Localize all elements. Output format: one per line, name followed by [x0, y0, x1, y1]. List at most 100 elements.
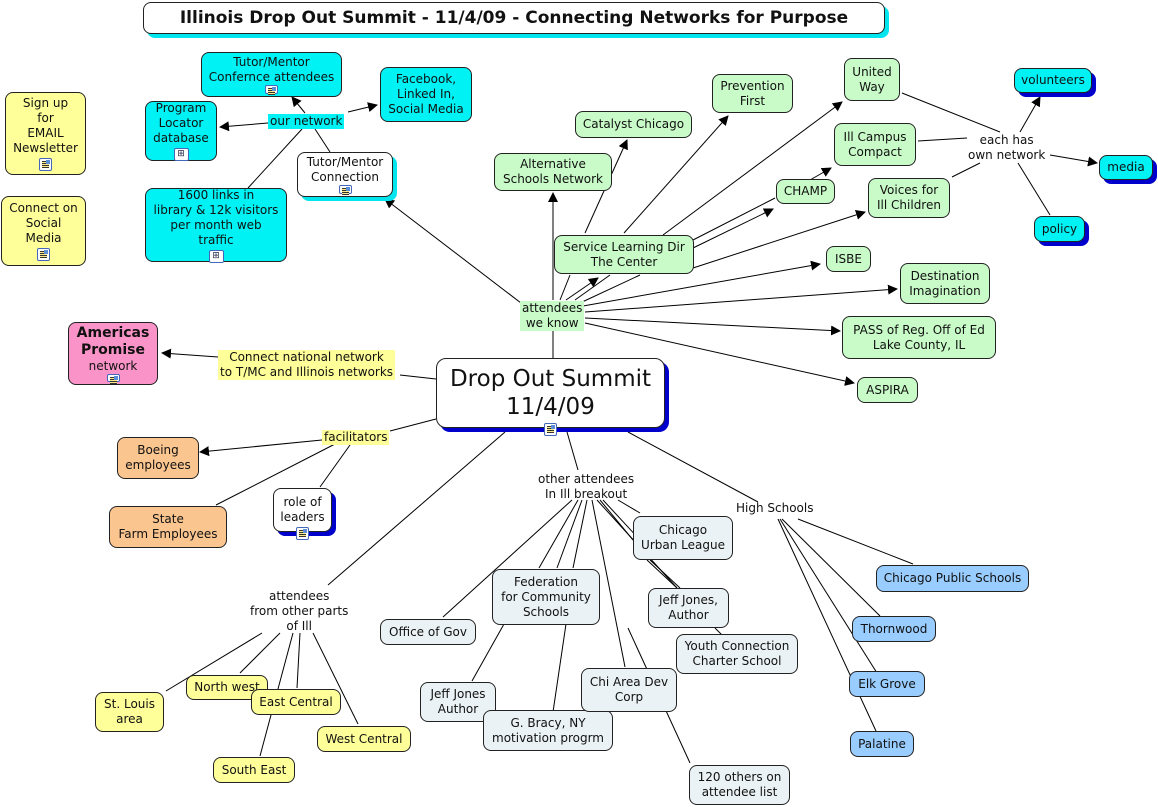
program-locator-node[interactable]: Program Locator database ⊞	[145, 101, 217, 161]
palatine-node[interactable]: Palatine	[850, 731, 914, 757]
link	[781, 518, 881, 617]
link	[797, 518, 914, 565]
prevention-first-node[interactable]: Prevention First	[712, 74, 793, 113]
node-label: Chicago Urban League	[641, 523, 725, 552]
node-label: Destination Imagination	[909, 268, 981, 298]
resource-icon[interactable]	[265, 85, 278, 95]
policy-node[interactable]: policy	[1034, 216, 1085, 242]
each-has-own-network-label: each has own network	[968, 133, 1046, 162]
resource-icon[interactable]	[106, 374, 120, 384]
link	[327, 431, 506, 586]
west-central-node[interactable]: West Central	[317, 726, 411, 752]
node-label: PASS of Reg. Off of Ed Lake County, IL	[853, 322, 985, 352]
chicago-urban-league-node[interactable]: Chicago Urban League	[633, 516, 733, 560]
node-label: Ill Campus Compact	[843, 129, 907, 159]
thornwood-node[interactable]: Thornwood	[852, 616, 936, 642]
link	[319, 444, 351, 488]
resource-icon[interactable]	[338, 185, 352, 195]
link	[389, 418, 437, 432]
east-central-node[interactable]: East Central	[251, 689, 341, 715]
resource-icon[interactable]	[296, 527, 309, 540]
link	[565, 277, 599, 301]
link	[1019, 96, 1041, 133]
other-attendees-breakout-label: other attendees In Ill breakout	[538, 472, 635, 501]
link	[247, 128, 303, 189]
node-label: Connect on Social Media	[9, 201, 78, 245]
south-east-node[interactable]: South East	[213, 757, 295, 783]
link	[291, 96, 306, 114]
signup-newsletter-node[interactable]: Sign up for EMAIL Newsletter	[5, 92, 86, 175]
catalyst-chicago-node[interactable]: Catalyst Chicago	[575, 111, 692, 138]
americas-promise-node[interactable]: Americas Promise network	[68, 322, 158, 385]
united-way-node[interactable]: United Way	[844, 58, 900, 101]
center-title: Drop Out Summit	[449, 366, 652, 392]
node-label: Youth Connection Charter School	[684, 639, 790, 668]
elk-grove-node[interactable]: Elk Grove	[849, 671, 925, 697]
tutor-mentor-connection-node[interactable]: Tutor/Mentor Connection	[297, 152, 393, 197]
youth-connection-node[interactable]: Youth Connection Charter School	[676, 634, 798, 674]
jeff-jones-author-node-1[interactable]: Jeff Jones, Author	[648, 588, 729, 628]
ill-campus-compact-node[interactable]: Ill Campus Compact	[834, 123, 916, 166]
link	[692, 208, 774, 249]
boeing-node[interactable]: Boeing employees	[117, 437, 199, 479]
node-label: 120 others on attendee list	[697, 770, 782, 799]
link	[556, 499, 583, 569]
link	[584, 284, 898, 313]
node-label: media	[1107, 160, 1145, 174]
center-date: 11/4/09	[506, 394, 595, 420]
destination-imagination-node[interactable]: Destination Imagination	[900, 263, 990, 304]
sitemap-icon[interactable]: ⊞	[173, 148, 189, 161]
link	[579, 274, 641, 304]
media-node[interactable]: media	[1099, 155, 1153, 180]
node-label: Federation for Community Schools	[501, 574, 591, 619]
chi-area-dev-corp-node[interactable]: Chi Area Dev Corp	[581, 668, 677, 712]
node-label: West Central	[325, 731, 403, 746]
link	[1017, 162, 1051, 216]
isbe-node[interactable]: ISBE	[826, 246, 871, 272]
node-label: CHAMP	[783, 184, 828, 198]
state-farm-node[interactable]: State Farm Employees	[109, 506, 227, 548]
link	[161, 348, 219, 359]
voices-ill-children-node[interactable]: Voices for Ill Children	[868, 178, 950, 218]
facebook-node[interactable]: Facebook, Linked In, Social Media	[380, 67, 472, 122]
aspira-node[interactable]: ASPIRA	[857, 377, 918, 403]
sitemap-icon[interactable]: ⊞	[208, 249, 224, 263]
st-louis-node[interactable]: St. Louis area	[95, 692, 164, 732]
node-label: role of leaders	[280, 495, 325, 524]
volunteers-node[interactable]: volunteers	[1014, 68, 1092, 93]
120-others-node[interactable]: 120 others on attendee list	[689, 765, 790, 805]
node-label: East Central	[259, 694, 333, 709]
node-label: volunteers	[1021, 73, 1085, 87]
link	[692, 197, 776, 241]
resource-icon[interactable]	[39, 158, 52, 171]
link	[584, 317, 841, 336]
center-node-drop-out-summit[interactable]: Drop Out Summit 11/4/09	[436, 358, 665, 428]
alternative-schools-node[interactable]: Alternative Schools Network	[494, 153, 612, 191]
node-label: policy	[1041, 221, 1078, 236]
link	[627, 431, 759, 503]
node-label: Palatine	[858, 736, 906, 751]
connect-social-node[interactable]: Connect on Social Media	[1, 196, 86, 266]
node-label: United Way	[852, 64, 892, 94]
north-west-node[interactable]: North west	[186, 675, 268, 700]
pass-lake-county-node[interactable]: PASS of Reg. Off of Ed Lake County, IL	[842, 316, 996, 359]
node-label: St. Louis area	[104, 697, 155, 726]
link	[951, 162, 981, 178]
office-of-gov-node[interactable]: Office of Gov	[380, 619, 476, 645]
resource-icon[interactable]	[37, 248, 50, 261]
link	[646, 559, 678, 589]
chicago-public-schools-node[interactable]: Chicago Public Schools	[876, 565, 1029, 592]
g-bracy-node[interactable]: G. Bracy, NY motivation progrm	[483, 710, 613, 751]
service-learning-node[interactable]: Service Learning Dir The Center	[554, 235, 694, 274]
links-library-node[interactable]: 1600 links in library & 12k visitors per…	[145, 188, 287, 263]
node-label: Facebook, Linked In, Social Media	[388, 72, 464, 116]
node-label: ASPIRA	[866, 382, 909, 397]
champ-node[interactable]: CHAMP	[776, 179, 835, 204]
link	[314, 128, 331, 153]
link	[574, 274, 611, 301]
resource-icon[interactable]	[544, 423, 557, 436]
role-of-leaders-node[interactable]: role of leaders	[273, 488, 332, 532]
link	[599, 499, 634, 541]
conference-attendees-node[interactable]: Tutor/Mentor Confernce attendees	[201, 52, 342, 97]
federation-community-schools-node[interactable]: Federation for Community Schools	[492, 569, 600, 625]
